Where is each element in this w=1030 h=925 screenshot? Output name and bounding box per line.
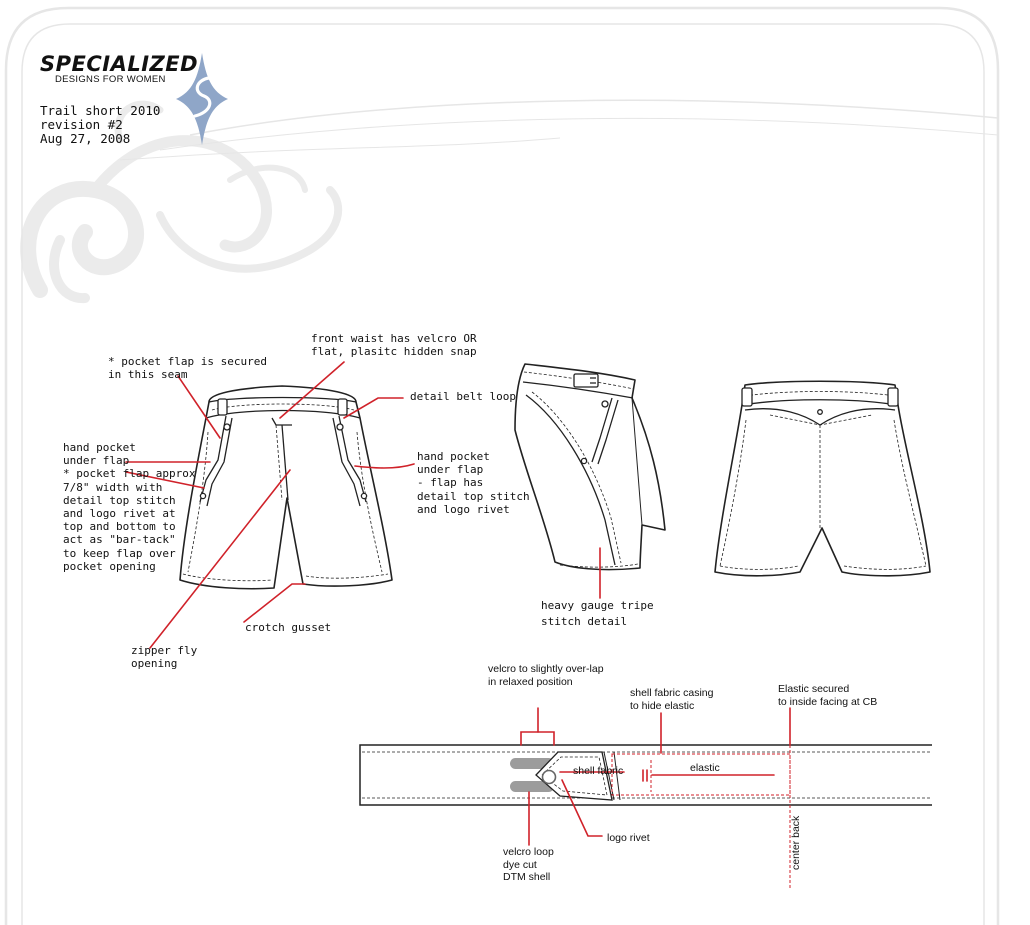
callout-belt-loop: detail belt loop [410, 390, 516, 403]
brand-wordmark: SPECIALIZED [40, 52, 199, 76]
callout-crotch-gusset: crotch gusset [245, 621, 332, 634]
document-title-block: Trail short 2010 revision #2 Aug 27, 200… [40, 103, 161, 146]
callout-elastic-secured: Elastic secured to inside facing at CB [778, 683, 878, 708]
front-view-shorts [179, 385, 393, 590]
logo-rivet-icon [541, 769, 557, 785]
velcro-strip-bottom [510, 781, 554, 792]
brand-subtitle: DESIGNS FOR WOMEN [55, 74, 166, 85]
callout-leaders [125, 361, 791, 846]
label-shell-fabric: shell fabric [573, 765, 624, 777]
callout-logo-rivet: logo rivet [607, 832, 650, 844]
callout-hand-pocket-right: hand pocket under flap - flap has detail… [417, 450, 530, 516]
callout-velcro-overlap: velcro to slightly over-lap in relaxed p… [488, 663, 604, 688]
callout-hand-pocket-left: hand pocket under flap * pocket flap app… [63, 441, 196, 573]
elastic-guides [611, 745, 791, 888]
label-center-back: center back [790, 815, 802, 870]
side-view-shorts [514, 363, 666, 571]
velcro-strip-top [510, 758, 554, 769]
back-view-shorts [714, 380, 931, 577]
callout-pocket-flap-seam: * pocket flap is secured in this seam [108, 355, 267, 382]
callout-zipper-fly: zipper fly opening [131, 644, 198, 671]
swirl-ornament [20, 100, 343, 304]
callout-shell-casing: shell fabric casing to hide elastic [630, 687, 714, 712]
page-frame [4, 6, 1000, 925]
specialized-logo-icon [176, 53, 228, 145]
callout-front-waist: front waist has velcro OR flat, plasitc … [311, 332, 477, 359]
waistband-detail [359, 744, 932, 806]
callout-velcro-loop: velcro loop dye cut DTM shell [503, 846, 554, 883]
callout-tripe-stitch: heavy gauge tripe stitch detail [541, 599, 654, 628]
label-elastic: elastic [690, 762, 720, 774]
